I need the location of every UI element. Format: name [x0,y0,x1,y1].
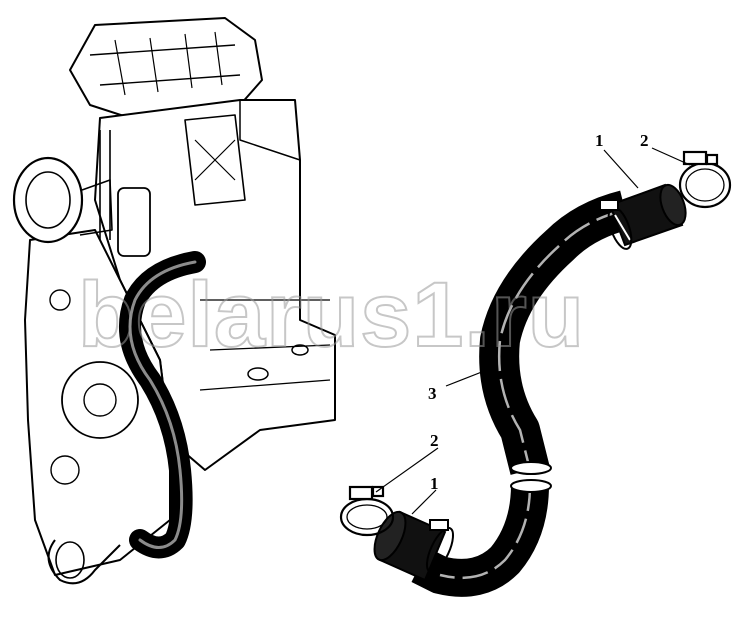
watermark: belarus1.ru [78,264,585,366]
valve-cover [69,17,263,119]
engine-block [12,17,336,585]
clamp-installed-upper [599,199,633,250]
callouts: 1 2 3 2 1 [428,131,649,493]
leader-2-upper [651,147,691,166]
leader-2-lower [375,447,439,493]
callout-2-upper: 2 [640,131,649,150]
callout-3: 3 [428,384,437,403]
leader-1-lower [411,489,437,515]
short-hose-upper [608,183,687,247]
engine-installed-hose [119,251,206,559]
callout-1-upper: 1 [595,131,604,150]
clamp-installed-lower [425,519,455,574]
callout-2-lower: 2 [430,431,439,450]
callout-1-lower: 1 [430,474,439,493]
leader-lines [375,147,691,515]
short-hose-lower [373,510,447,582]
clamp-loose-lower [339,485,395,537]
leader-3 [445,365,498,387]
exploded-hose-assembly [339,150,732,597]
leader-1-upper [603,149,639,189]
clamp-loose-upper [678,150,732,209]
